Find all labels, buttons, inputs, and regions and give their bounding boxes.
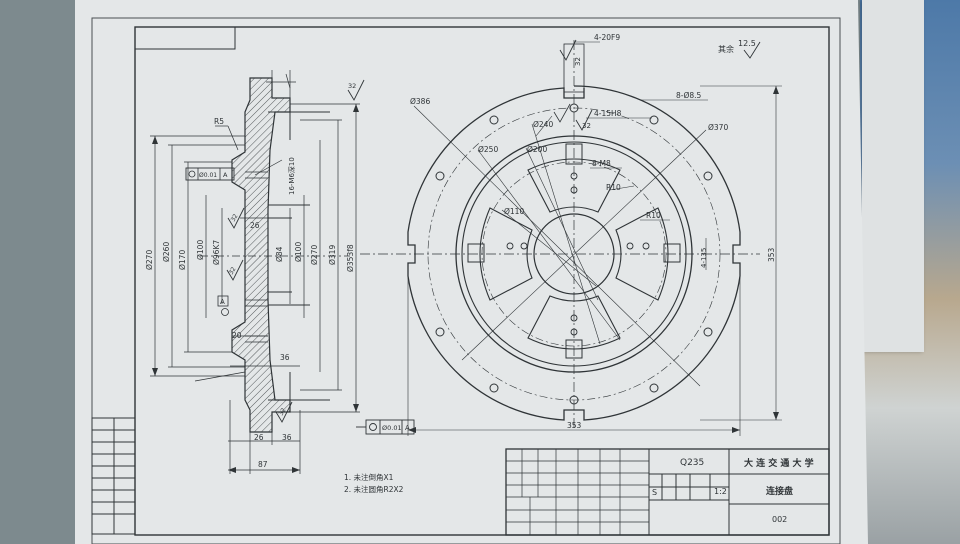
label-height-353: 353	[767, 247, 776, 262]
dim-len-36-mid: 36	[280, 353, 290, 362]
dim-len-36-bottom: 36	[282, 433, 292, 442]
note-1: 1. 未注倒角X1	[344, 472, 394, 482]
datum-box	[217, 295, 229, 307]
dim-len-26-top: 26	[250, 221, 260, 230]
tolerance-bottom-ref: A	[405, 424, 410, 432]
label-r10a: R10	[606, 183, 621, 192]
dim-d170: Ø170	[178, 250, 187, 270]
bolt-note: 16-M6深10	[287, 157, 296, 195]
roughness-other-value: 12.5	[738, 39, 756, 48]
label-r10b: R10	[646, 211, 661, 220]
roughness-mark-1: 32	[230, 213, 240, 223]
label-d200: Ø200	[527, 145, 547, 154]
label-holes-8: 8-Ø8.5	[676, 91, 702, 100]
dim-len-20: 20	[232, 331, 242, 340]
background-paper	[862, 0, 924, 352]
tolerance-top-ref: A	[223, 171, 228, 179]
left-binding-strip	[91, 417, 136, 535]
title-material: Q235	[680, 458, 704, 468]
label-holes-4: 4-15H8	[594, 109, 622, 118]
datum-label: A	[220, 298, 225, 306]
top-left-strip	[135, 27, 236, 50]
roughness-other-label: 其余	[718, 44, 734, 54]
title-sheet-mark: S	[652, 488, 657, 497]
label-width-353: 353	[567, 421, 582, 430]
dim-len-26-bottom: 26	[254, 433, 264, 442]
front-view	[360, 39, 782, 436]
label-d386: Ø386	[410, 97, 430, 106]
dim-d100-right: Ø100	[294, 242, 303, 262]
note-2: 2. 未注圆角R2X2	[344, 484, 404, 494]
title-school: 大 连 交 通 大 学	[744, 457, 814, 469]
label-d370: Ø370	[708, 123, 728, 132]
inner-frame	[134, 26, 830, 536]
roughness-mark-3: 32	[278, 407, 288, 417]
dim-d84: Ø84	[275, 246, 284, 262]
dim-len-87: 87	[258, 460, 268, 469]
label-thread-8: 8-M8	[592, 159, 611, 168]
tolerance-top-value: Ø0.01	[199, 172, 217, 179]
label-d240: Ø240	[533, 120, 553, 129]
outer-frame	[91, 17, 841, 544]
dim-d260: Ø260	[162, 242, 171, 262]
title-block	[505, 448, 830, 536]
dim-d270-right: Ø270	[310, 245, 319, 265]
dim-d319: Ø319	[328, 245, 337, 265]
tolerance-frame-top	[185, 167, 235, 181]
label-side-135: 4-135	[700, 248, 708, 268]
label-r32-mid: 32	[582, 122, 591, 130]
dim-d96k7: Ø96K7	[212, 240, 221, 265]
dim-d100-left: Ø100	[196, 240, 205, 260]
title-part-name: 连接盘	[766, 485, 793, 497]
label-slot-top: 4-20F9	[594, 33, 620, 42]
roughness-mark-2: 32	[228, 266, 238, 276]
title-drawing-no: 002	[772, 515, 787, 524]
roughness-mark-4: 32	[348, 82, 356, 90]
label-d110: Ø110	[504, 207, 524, 216]
dim-d270-left: Ø270	[145, 250, 154, 270]
title-scale: 1:2	[714, 487, 727, 496]
tolerance-frame-bottom	[356, 419, 415, 435]
dim-radius: R5	[214, 117, 224, 126]
dim-d353f8: Ø353f8	[346, 244, 355, 272]
outer-contour	[407, 85, 741, 421]
label-r32-top: 32	[574, 57, 582, 66]
section-view	[150, 70, 365, 474]
tolerance-bottom-value: Ø0.01	[382, 424, 402, 432]
label-d250: Ø250	[478, 145, 498, 154]
